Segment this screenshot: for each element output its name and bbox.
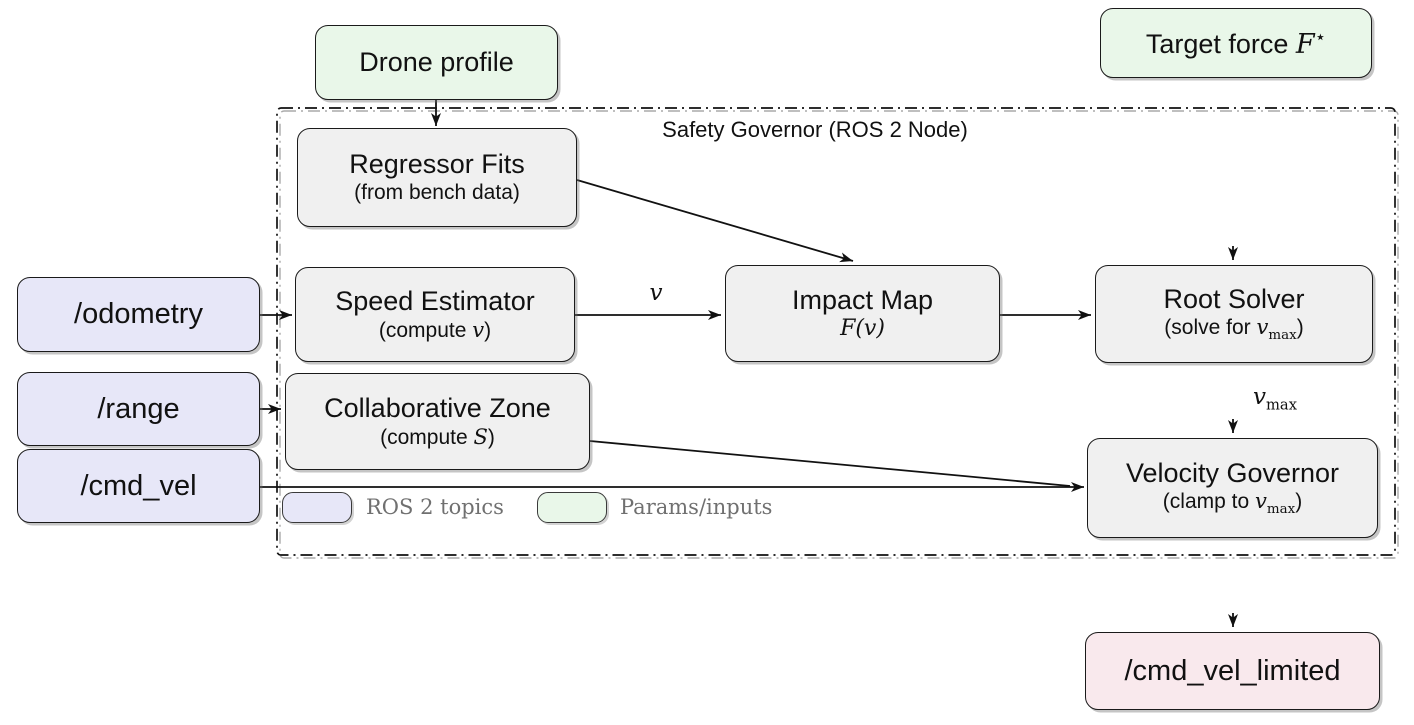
range-topic-box: /range bbox=[17, 372, 260, 446]
legend-param-swatch bbox=[537, 492, 607, 523]
speed-estimator-subtitle: (compute v) bbox=[378, 317, 492, 342]
regressor-fits-box: Regressor Fits (from bench data) bbox=[297, 128, 577, 227]
drone-profile-label: Drone profile bbox=[359, 46, 514, 77]
edge-label-vmax: vmax bbox=[1252, 384, 1298, 414]
edge-collaborativezone-to-velocitygovernor bbox=[589, 440, 1071, 487]
legend-param-label: Params/inputs bbox=[620, 495, 773, 519]
drone-profile-box: Drone profile bbox=[315, 25, 558, 100]
root-solver-box: Root Solver (solve for vmax) bbox=[1095, 265, 1373, 363]
regressor-fits-subtitle: (from bench data) bbox=[354, 181, 520, 205]
target-force-label: Target force F⋆ bbox=[1145, 25, 1327, 60]
edge-regressor-to-impactmap bbox=[576, 179, 854, 263]
edge-label-v: v bbox=[649, 280, 663, 306]
velocity-governor-subtitle: (clamp to vmax) bbox=[1162, 489, 1303, 518]
collaborative-zone-subtitle: (compute S) bbox=[380, 424, 495, 449]
impact-map-box: Impact Map F(v) bbox=[725, 265, 1000, 362]
range-topic-label: /range bbox=[97, 392, 180, 425]
root-solver-title: Root Solver bbox=[1163, 283, 1305, 314]
velocity-governor-box: Velocity Governor (clamp to vmax) bbox=[1087, 438, 1378, 538]
collaborative-zone-box: Collaborative Zone (compute S) bbox=[285, 373, 590, 470]
target-force-box: Target force F⋆ bbox=[1100, 8, 1372, 78]
cmd-vel-limited-topic-label: /cmd_vel_limited bbox=[1124, 654, 1341, 687]
collaborative-zone-heading: Collaborative Zone bbox=[324, 392, 551, 423]
governor-container-label: Safety Governor (ROS 2 Node) bbox=[662, 117, 968, 142]
regressor-fits-title: Regressor Fits bbox=[349, 149, 525, 180]
impact-map-subtitle: F(v) bbox=[840, 316, 885, 342]
impact-map-title: Impact Map bbox=[791, 284, 934, 315]
odometry-topic-label: /odometry bbox=[74, 298, 203, 331]
velocity-governor-title: Velocity Governor bbox=[1125, 457, 1340, 488]
cmd-vel-topic-box: /cmd_vel bbox=[17, 449, 260, 523]
speed-estimator-box: Speed Estimator (compute v) bbox=[295, 267, 575, 362]
cmd-vel-limited-topic-box: /cmd_vel_limited bbox=[1085, 632, 1380, 710]
odometry-topic-box: /odometry bbox=[17, 277, 260, 352]
cmd-vel-topic-label: /cmd_vel bbox=[80, 469, 197, 502]
root-solver-subtitle: (solve for vmax) bbox=[1164, 315, 1304, 344]
legend-topic-swatch bbox=[282, 492, 352, 523]
legend-topic-label: ROS 2 topics bbox=[366, 495, 504, 519]
speed-estimator-title: Speed Estimator bbox=[335, 285, 535, 316]
